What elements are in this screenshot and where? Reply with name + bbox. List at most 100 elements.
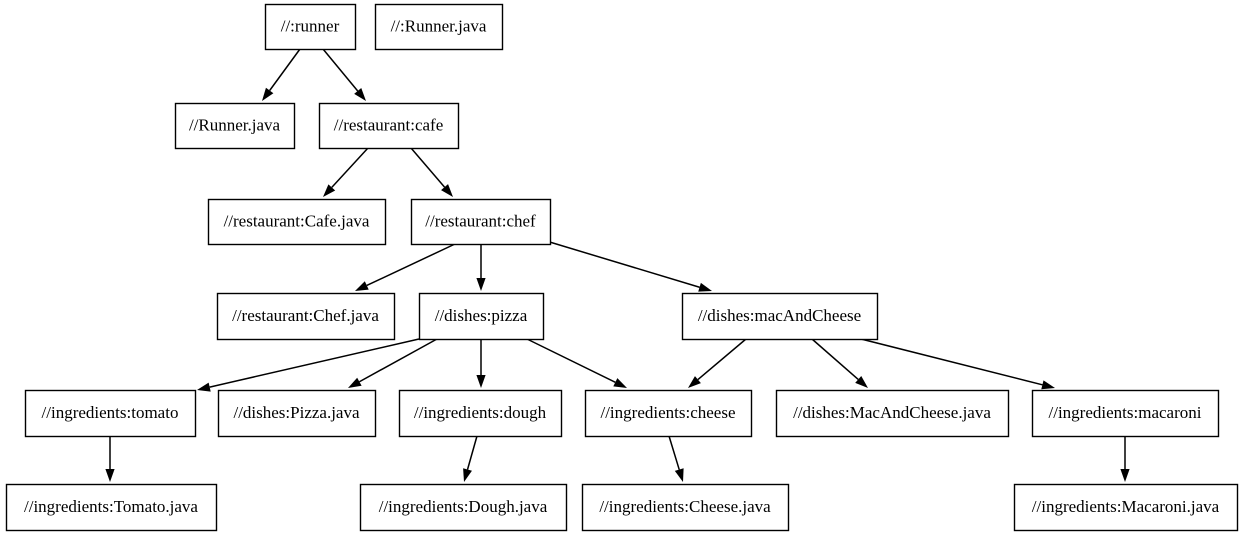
node-root_runner_java[interactable]: //:Runner.java [374, 3, 504, 51]
edge-dishes_macandcheese-to-dishes_mac_java [811, 338, 868, 388]
node-box[interactable] [174, 102, 296, 150]
node-label: //ingredients:Tomato.java [24, 497, 198, 516]
arrowhead-icon [476, 375, 486, 388]
node-dishes_pizza_java[interactable]: //dishes:Pizza.java [217, 389, 377, 438]
edge-line [466, 435, 478, 470]
node-label: //ingredients:dough [414, 403, 547, 422]
node-ing_tomato_java[interactable]: //ingredients:Tomato.java [5, 483, 218, 532]
edge-ing_tomato-to-ing_tomato_java [105, 436, 115, 482]
node-box[interactable] [359, 483, 568, 532]
node-label: //dishes:Pizza.java [233, 403, 360, 422]
arrowhead-icon [354, 88, 366, 101]
node-box[interactable] [5, 483, 218, 532]
node-label: //dishes:macAndCheese [698, 306, 861, 325]
edge-line [526, 338, 616, 383]
node-restaurant_chef_java[interactable]: //restaurant:Chef.java [216, 292, 396, 341]
edge-restaurant_cafe-to-restaurant_chef [410, 147, 453, 197]
node-restaurant_cafe_java[interactable]: //restaurant:Cafe.java [207, 198, 387, 246]
node-box[interactable] [217, 389, 377, 438]
node-box[interactable] [775, 389, 1010, 438]
node-box[interactable] [1013, 483, 1239, 532]
node-dishes_mac_java[interactable]: //dishes:MacAndCheese.java [775, 389, 1010, 438]
node-label: //ingredients:Cheese.java [599, 497, 771, 516]
node-box[interactable] [681, 292, 879, 341]
node-box[interactable] [216, 292, 396, 341]
edge-restaurant_cafe-to-restaurant_cafe_java [323, 147, 369, 197]
edge-line [331, 147, 369, 188]
arrowhead-icon [688, 376, 701, 388]
node-runner[interactable]: //:runner [264, 3, 357, 51]
node-box[interactable] [410, 198, 552, 246]
edge-runner-to-runner_java [262, 48, 301, 101]
node-ing_cheese[interactable]: //ingredients:cheese [584, 389, 753, 438]
node-dishes_pizza[interactable]: //dishes:pizza [418, 292, 545, 341]
node-label: //restaurant:Chef.java [232, 306, 379, 325]
edge-line [697, 338, 747, 381]
edge-restaurant_chef-to-restaurant_chef_java [355, 243, 456, 291]
arrowhead-icon [323, 184, 336, 197]
arrowhead-icon [674, 468, 684, 482]
node-label: //ingredients:tomato [42, 403, 179, 422]
arrowhead-icon [698, 282, 712, 292]
arrowhead-icon [105, 469, 115, 482]
edge-dishes_pizza-to-dishes_pizza_java [348, 338, 438, 388]
node-box[interactable] [318, 102, 460, 150]
arrowhead-icon [613, 378, 627, 388]
node-restaurant_chef[interactable]: //restaurant:chef [410, 198, 552, 246]
node-ing_cheese_java[interactable]: //ingredients:Cheese.java [581, 483, 790, 532]
node-ing_macaroni_java[interactable]: //ingredients:Macaroni.java [1013, 483, 1239, 532]
node-restaurant_cafe[interactable]: //restaurant:cafe [318, 102, 460, 150]
node-box[interactable] [418, 292, 545, 341]
edge-runner-to-restaurant_cafe [322, 48, 366, 101]
edge-line [811, 338, 859, 381]
node-ing_macaroni[interactable]: //ingredients:macaroni [1031, 389, 1220, 438]
arrowhead-icon [476, 278, 486, 291]
edges-layer [105, 48, 1130, 482]
edge-line [410, 147, 446, 188]
node-box[interactable] [374, 3, 504, 51]
edge-ing_dough-to-ing_dough_java [463, 435, 478, 482]
edge-line [322, 48, 359, 92]
node-dishes_macandcheese[interactable]: //dishes:macAndCheese [681, 292, 879, 341]
edge-line [366, 243, 456, 287]
node-label: //dishes:pizza [435, 306, 528, 325]
node-ing_tomato[interactable]: //ingredients:tomato [24, 389, 197, 438]
arrowhead-icon [463, 468, 472, 482]
node-box[interactable] [264, 3, 357, 51]
node-box[interactable] [1031, 389, 1220, 438]
edge-line [269, 48, 301, 91]
node-label: //ingredients:cheese [600, 403, 735, 422]
node-box[interactable] [207, 198, 387, 246]
node-label: //restaurant:Cafe.java [224, 211, 370, 230]
node-label: //dishes:MacAndCheese.java [793, 403, 991, 422]
node-box[interactable] [581, 483, 790, 532]
node-box[interactable] [584, 389, 753, 438]
edge-dishes_macandcheese-to-ing_cheese [688, 338, 747, 388]
arrowhead-icon [1120, 469, 1130, 482]
arrowhead-icon [441, 184, 453, 197]
edge-dishes_pizza-to-ing_cheese [526, 338, 627, 388]
node-runner_java[interactable]: //Runner.java [174, 102, 296, 150]
edge-line [209, 338, 420, 388]
node-box[interactable] [398, 389, 563, 438]
node-box[interactable] [24, 389, 197, 438]
arrowhead-icon [355, 281, 369, 291]
edge-dishes_pizza-to-ing_tomato [197, 338, 420, 392]
node-label: //:Runner.java [391, 16, 487, 35]
edge-dishes_macandcheese-to-ing_macaroni [860, 338, 1055, 390]
node-label: //:runner [281, 16, 340, 35]
arrowhead-icon [262, 87, 274, 101]
nodes-layer: //:runner //:Runner.java //Runner.java //re… [5, 3, 1239, 532]
edge-line [542, 239, 700, 288]
arrowhead-icon [348, 377, 362, 388]
node-ing_dough_java[interactable]: //ingredients:Dough.java [359, 483, 568, 532]
edge-line [860, 338, 1043, 386]
node-ing_dough[interactable]: //ingredients:dough [398, 389, 563, 438]
edge-dishes_pizza-to-ing_dough [476, 339, 486, 388]
node-label: //ingredients:macaroni [1049, 403, 1202, 422]
node-label: //ingredients:Dough.java [379, 497, 548, 516]
node-label: //Runner.java [189, 115, 281, 134]
edge-restaurant_chef-to-dishes_pizza [476, 244, 486, 291]
